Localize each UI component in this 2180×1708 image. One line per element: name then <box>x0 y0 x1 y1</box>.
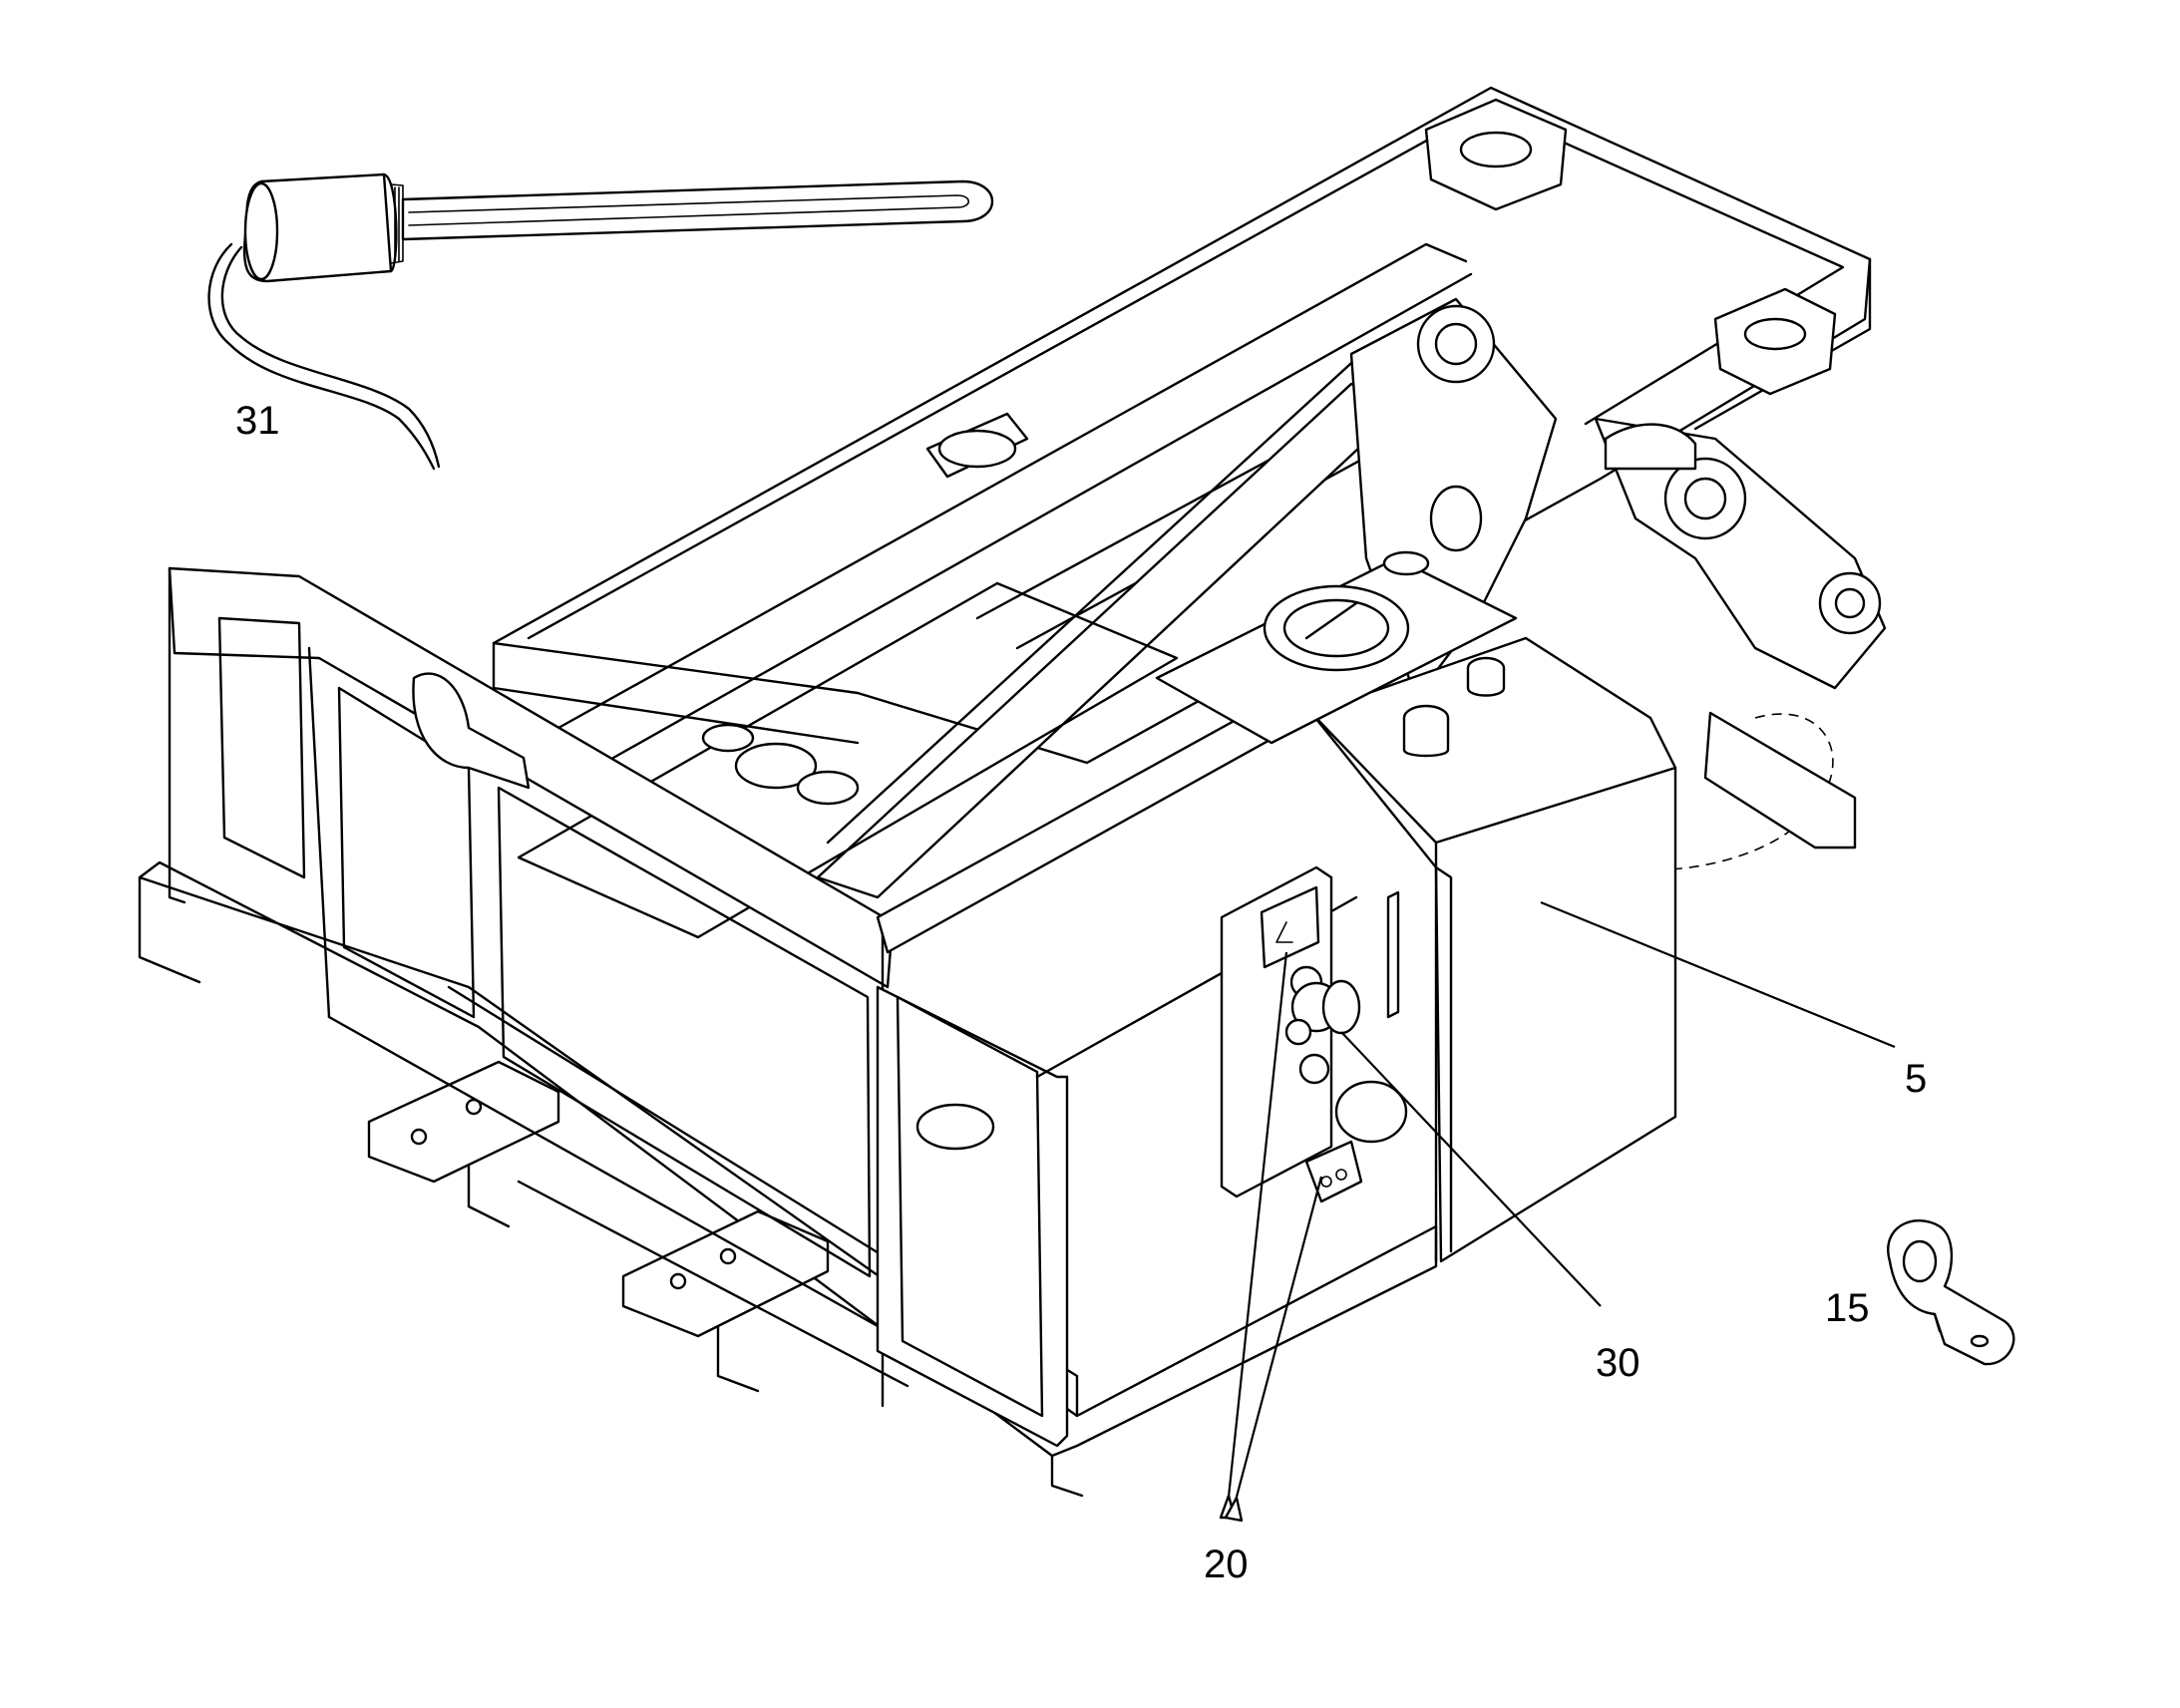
leader-lines <box>1219 900 1896 1523</box>
callout-15: 15 <box>1825 1286 1870 1330</box>
leader-20b <box>1230 1176 1323 1517</box>
callout-5: 5 <box>1905 1057 1927 1101</box>
callout-30: 30 <box>1596 1341 1640 1385</box>
callout-20: 20 <box>1204 1542 1249 1586</box>
leader-5 <box>1540 900 1896 1049</box>
leader-20a <box>1225 951 1288 1517</box>
immersion-heater <box>207 172 993 471</box>
leader-30 <box>1340 1031 1602 1307</box>
callout-labels: 31 5 15 30 20 <box>235 399 1927 1586</box>
callout-31: 31 <box>235 399 280 443</box>
p-clamp <box>1887 1219 2015 1366</box>
hydraulic-tank <box>1155 550 1677 1263</box>
